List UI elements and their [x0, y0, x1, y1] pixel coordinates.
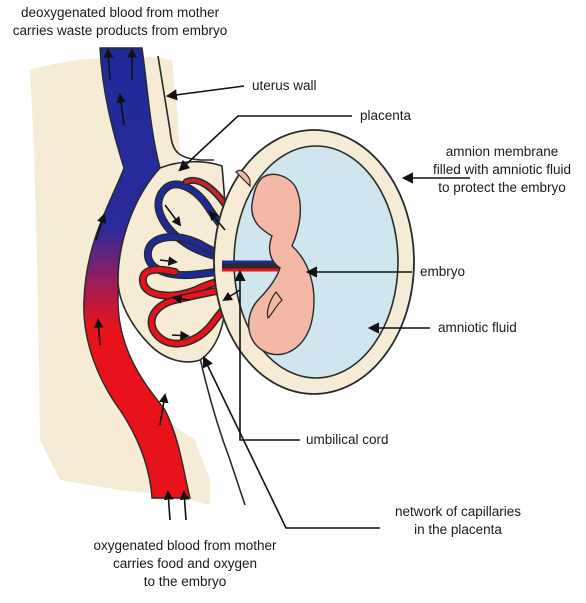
label-capillaries: network of capillaries in the placenta	[378, 503, 538, 539]
label-amnion: amnion membrane filled with amniotic flu…	[418, 143, 586, 197]
label-oxygenated-line3: to the embryo	[70, 573, 300, 591]
label-oxygenated-line2: carries food and oxygen	[70, 555, 300, 573]
label-umbilical-cord: umbilical cord	[306, 431, 389, 449]
label-placenta: placenta	[360, 107, 411, 125]
label-deoxygenated-line2: carries waste products from embryo	[0, 22, 240, 40]
label-deoxygenated: deoxygenated blood from mother carries w…	[0, 4, 240, 40]
label-embryo: embryo	[420, 263, 465, 281]
label-oxygenated: oxygenated blood from mother carries foo…	[70, 537, 300, 591]
label-oxygenated-line1: oxygenated blood from mother	[70, 537, 300, 555]
label-capillaries-line2: in the placenta	[378, 521, 538, 539]
label-uterus-wall: uterus wall	[252, 77, 317, 95]
label-amnion-line1: amnion membrane	[418, 143, 586, 161]
label-deoxygenated-line1: deoxygenated blood from mother	[0, 4, 240, 22]
label-amnion-line2: filled with amniotic fluid	[418, 161, 586, 179]
label-capillaries-line1: network of capillaries	[378, 503, 538, 521]
leader-uterus-wall	[168, 86, 244, 96]
flow-arrow-cap-6	[172, 335, 188, 336]
label-amnion-line3: to protect the embryo	[418, 179, 586, 197]
label-amniotic-fluid: amniotic fluid	[438, 319, 517, 337]
